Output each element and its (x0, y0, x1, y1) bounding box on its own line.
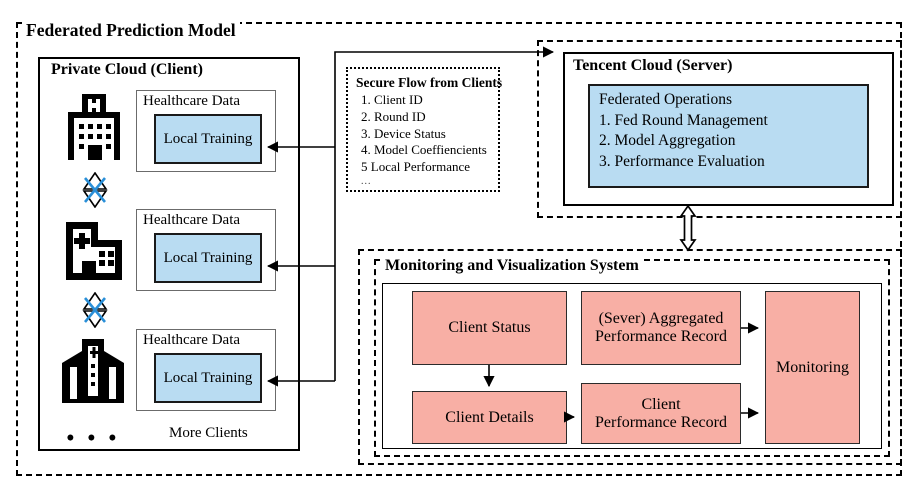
secure-flow-item: 3. Device Status (361, 125, 446, 141)
secure-flow-title: Secure Flow from Clients (356, 75, 503, 90)
client-1-2-connector (81, 172, 109, 208)
client-2-3-connector (81, 292, 109, 328)
bidirectional-arrow-icon (81, 172, 109, 208)
page-title: Federated Prediction Model (22, 21, 240, 40)
secure-flow-list: Secure Flow from Clients 1. Client ID 2.… (348, 69, 503, 188)
secure-flow-item: 5 Local Performance (361, 159, 471, 175)
federated-operation-item: 3. Performance Evaluation (599, 152, 765, 170)
tencent-cloud-title: Tencent Cloud (Server) (570, 58, 736, 74)
secure-flow-item: 1. Client ID (361, 92, 423, 108)
federated-operation-item: 1. Fed Round Management (599, 111, 768, 129)
client-2-healthcare-data-label: Healthcare Data (143, 212, 241, 228)
client-2-local-training-box: Local Training (154, 233, 262, 283)
federated-operation-item: 2. Model Aggregation (599, 132, 736, 150)
client-1-local-training-box: Local Training (154, 114, 262, 164)
federated-operations-box: Federated Operations 1. Fed Round Manage… (588, 84, 869, 188)
secure-flow-panel: Secure Flow from Clients 1. Client ID 2.… (346, 67, 503, 192)
client-2-icon-wrap (60, 218, 128, 284)
more-clients-ellipsis: • • • (66, 425, 120, 452)
bidirectional-arrow-icon (81, 292, 109, 328)
client-1-icon-wrap (60, 92, 128, 162)
monitoring-box-client-details: Client Details (412, 391, 567, 444)
monitoring-system-title: Monitoring and Visualization System (382, 258, 642, 274)
client-1-healthcare-data-label: Healthcare Data (143, 93, 241, 109)
secure-flow-item: 2. Round ID (361, 108, 426, 124)
monitoring-box-client-performance-record: Client Performance Record (581, 383, 741, 444)
private-cloud-title: Private Cloud (Client) (48, 62, 206, 78)
client-3-local-training-box: Local Training (154, 353, 262, 403)
client-3-icon-wrap (58, 337, 128, 407)
monitoring-box-monitoring: Monitoring (765, 291, 860, 444)
hospital-cross-building-icon (60, 218, 128, 284)
hospital-tower-building-icon (58, 337, 128, 407)
secure-flow-item: 4. Model Coeffiencients (361, 142, 487, 158)
monitoring-box-client-status: Client Status (412, 291, 567, 365)
monitoring-box-server-aggregated-performance-record: (Sever) Aggregated Performance Record (581, 291, 741, 365)
more-clients-label: More Clients (169, 425, 248, 441)
hospital-h-building-icon (60, 92, 128, 162)
secure-flow-continuation: ... (361, 176, 372, 188)
federated-operations-list: Federated Operations 1. Fed Round Manage… (590, 86, 867, 172)
client-3-healthcare-data-label: Healthcare Data (143, 332, 241, 348)
federated-operations-heading: Federated Operations (599, 91, 732, 108)
